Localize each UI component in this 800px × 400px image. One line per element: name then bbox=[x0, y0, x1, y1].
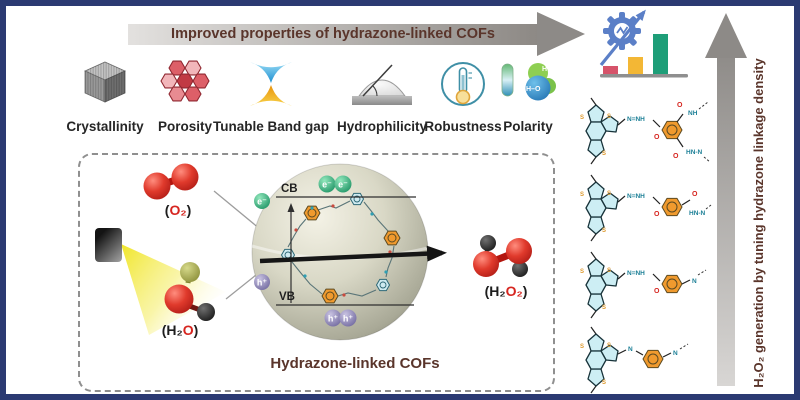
btt-core: S S S bbox=[580, 174, 619, 242]
cube-icon bbox=[84, 61, 126, 103]
btt-core: S S S bbox=[580, 97, 619, 165]
svg-text:S: S bbox=[602, 151, 606, 157]
carbonyl-o-label: O bbox=[692, 191, 698, 198]
btt-core: S S S bbox=[580, 326, 619, 394]
carbonyl-o-label: O bbox=[654, 288, 660, 295]
imine-n-label: N bbox=[692, 278, 697, 285]
property-label: Crystallinity bbox=[66, 119, 144, 134]
structure-mono-hydrazone: S S S N=NH O N bbox=[580, 251, 707, 319]
hydrazone-linker-label: N=NH bbox=[627, 116, 645, 123]
property-crystallinity: Crystallinity bbox=[55, 58, 155, 134]
top-arrow-head-icon bbox=[537, 12, 585, 56]
h2o2-label: (H₂O₂) bbox=[484, 283, 528, 299]
amide-nh-label: NH bbox=[688, 110, 698, 117]
h2o2-molecule bbox=[473, 235, 532, 277]
property-label: Robustness bbox=[424, 119, 502, 134]
polarity-icon: H H–O bbox=[501, 63, 556, 101]
svg-text:S: S bbox=[607, 343, 611, 349]
top-arrow-label: Improved properties of hydrazone-linked … bbox=[171, 26, 495, 42]
honeycomb-icon bbox=[160, 60, 210, 102]
electron-label: e⁻ bbox=[338, 180, 348, 190]
growth-chart-gear-icon bbox=[599, 9, 688, 78]
o2-label: (O₂) bbox=[164, 202, 192, 218]
bar-green bbox=[653, 34, 668, 74]
cb-label: CB bbox=[281, 183, 298, 195]
imine-n-label: N bbox=[673, 350, 678, 357]
property-robustness: Robustness bbox=[415, 58, 511, 134]
svg-text:S: S bbox=[580, 269, 584, 275]
trend-arrow-icon bbox=[599, 9, 646, 67]
o2-molecule bbox=[143, 163, 199, 200]
right-arrow-body bbox=[717, 56, 735, 386]
top-arrow-body bbox=[128, 24, 537, 45]
lamp-icon bbox=[95, 228, 122, 262]
svg-text:S: S bbox=[602, 228, 606, 234]
vb-label: VB bbox=[279, 291, 295, 303]
svg-text:H: H bbox=[542, 66, 547, 73]
svg-text:S: S bbox=[607, 114, 611, 120]
property-hydrophilicity: Hydrophilicity bbox=[327, 58, 437, 134]
svg-text:S: S bbox=[580, 344, 584, 350]
carbonyl-o-label: O bbox=[673, 153, 679, 160]
photocatalysis-scheme-box bbox=[78, 153, 555, 392]
property-label: Hydrophilicity bbox=[336, 119, 427, 134]
cof-catalyst-sphere: CB VB bbox=[251, 163, 429, 341]
hydrazide-label: HN-N bbox=[686, 149, 703, 156]
structure-di-hydrazone: S S S N=NH O O HN-N bbox=[580, 174, 712, 242]
property-porosity: Porosity bbox=[145, 58, 225, 134]
property-polarity: H H–O Polarity bbox=[488, 58, 568, 134]
btt-core: S S S bbox=[580, 251, 619, 319]
svg-text:S: S bbox=[602, 380, 606, 386]
electron-label: e⁻ bbox=[257, 197, 267, 207]
h2o-molecule bbox=[164, 262, 215, 321]
hole-label: h⁺ bbox=[257, 278, 267, 288]
carbonyl-o-label: O bbox=[654, 134, 660, 141]
bar-red bbox=[603, 66, 618, 74]
property-label: Porosity bbox=[157, 119, 212, 134]
structure-imine-linked: S S S N N bbox=[580, 326, 689, 394]
connector-line bbox=[225, 270, 262, 300]
svg-text:S: S bbox=[580, 192, 584, 198]
hole-label: h⁺ bbox=[343, 314, 353, 324]
property-band-gap: Tunable Band gap bbox=[213, 58, 329, 134]
reaction-arrow bbox=[259, 245, 447, 264]
imine-linker-label: N bbox=[628, 346, 633, 353]
contact-angle-icon bbox=[352, 64, 412, 105]
scheme-caption: Hydrazone-linked COFs bbox=[270, 355, 440, 372]
electron-badges: e⁻ e⁻ e⁻ bbox=[254, 175, 352, 209]
svg-text:S: S bbox=[580, 115, 584, 121]
hole-badges: h⁺ h⁺ h⁺ bbox=[254, 274, 357, 327]
band-gap-icon bbox=[250, 62, 292, 106]
chart-baseline bbox=[600, 74, 688, 78]
svg-text:S: S bbox=[607, 268, 611, 274]
structure-tri-hydrazone: S S S N=NH O O NH O HN-N bbox=[580, 97, 711, 165]
thermometer-icon bbox=[441, 62, 485, 106]
hydrazide-label: HN-N bbox=[689, 210, 706, 217]
svg-text:S: S bbox=[602, 305, 606, 311]
hydrazone-linker-label: N=NH bbox=[627, 270, 645, 277]
svg-text:S: S bbox=[607, 191, 611, 197]
h2o-label: (H₂O) bbox=[161, 322, 199, 338]
carbonyl-o-label: O bbox=[654, 211, 660, 218]
hole-label: h⁺ bbox=[328, 314, 338, 324]
electron-label: e⁻ bbox=[322, 180, 332, 190]
hydrazone-linker-label: N=NH bbox=[627, 193, 645, 200]
property-label: Polarity bbox=[503, 119, 553, 134]
right-arrow-head-icon bbox=[705, 13, 747, 58]
svg-text:H–O: H–O bbox=[526, 86, 541, 93]
property-label: Tunable Band gap bbox=[213, 119, 330, 134]
carbonyl-o-label: O bbox=[677, 102, 683, 109]
bar-yellow bbox=[628, 57, 643, 74]
